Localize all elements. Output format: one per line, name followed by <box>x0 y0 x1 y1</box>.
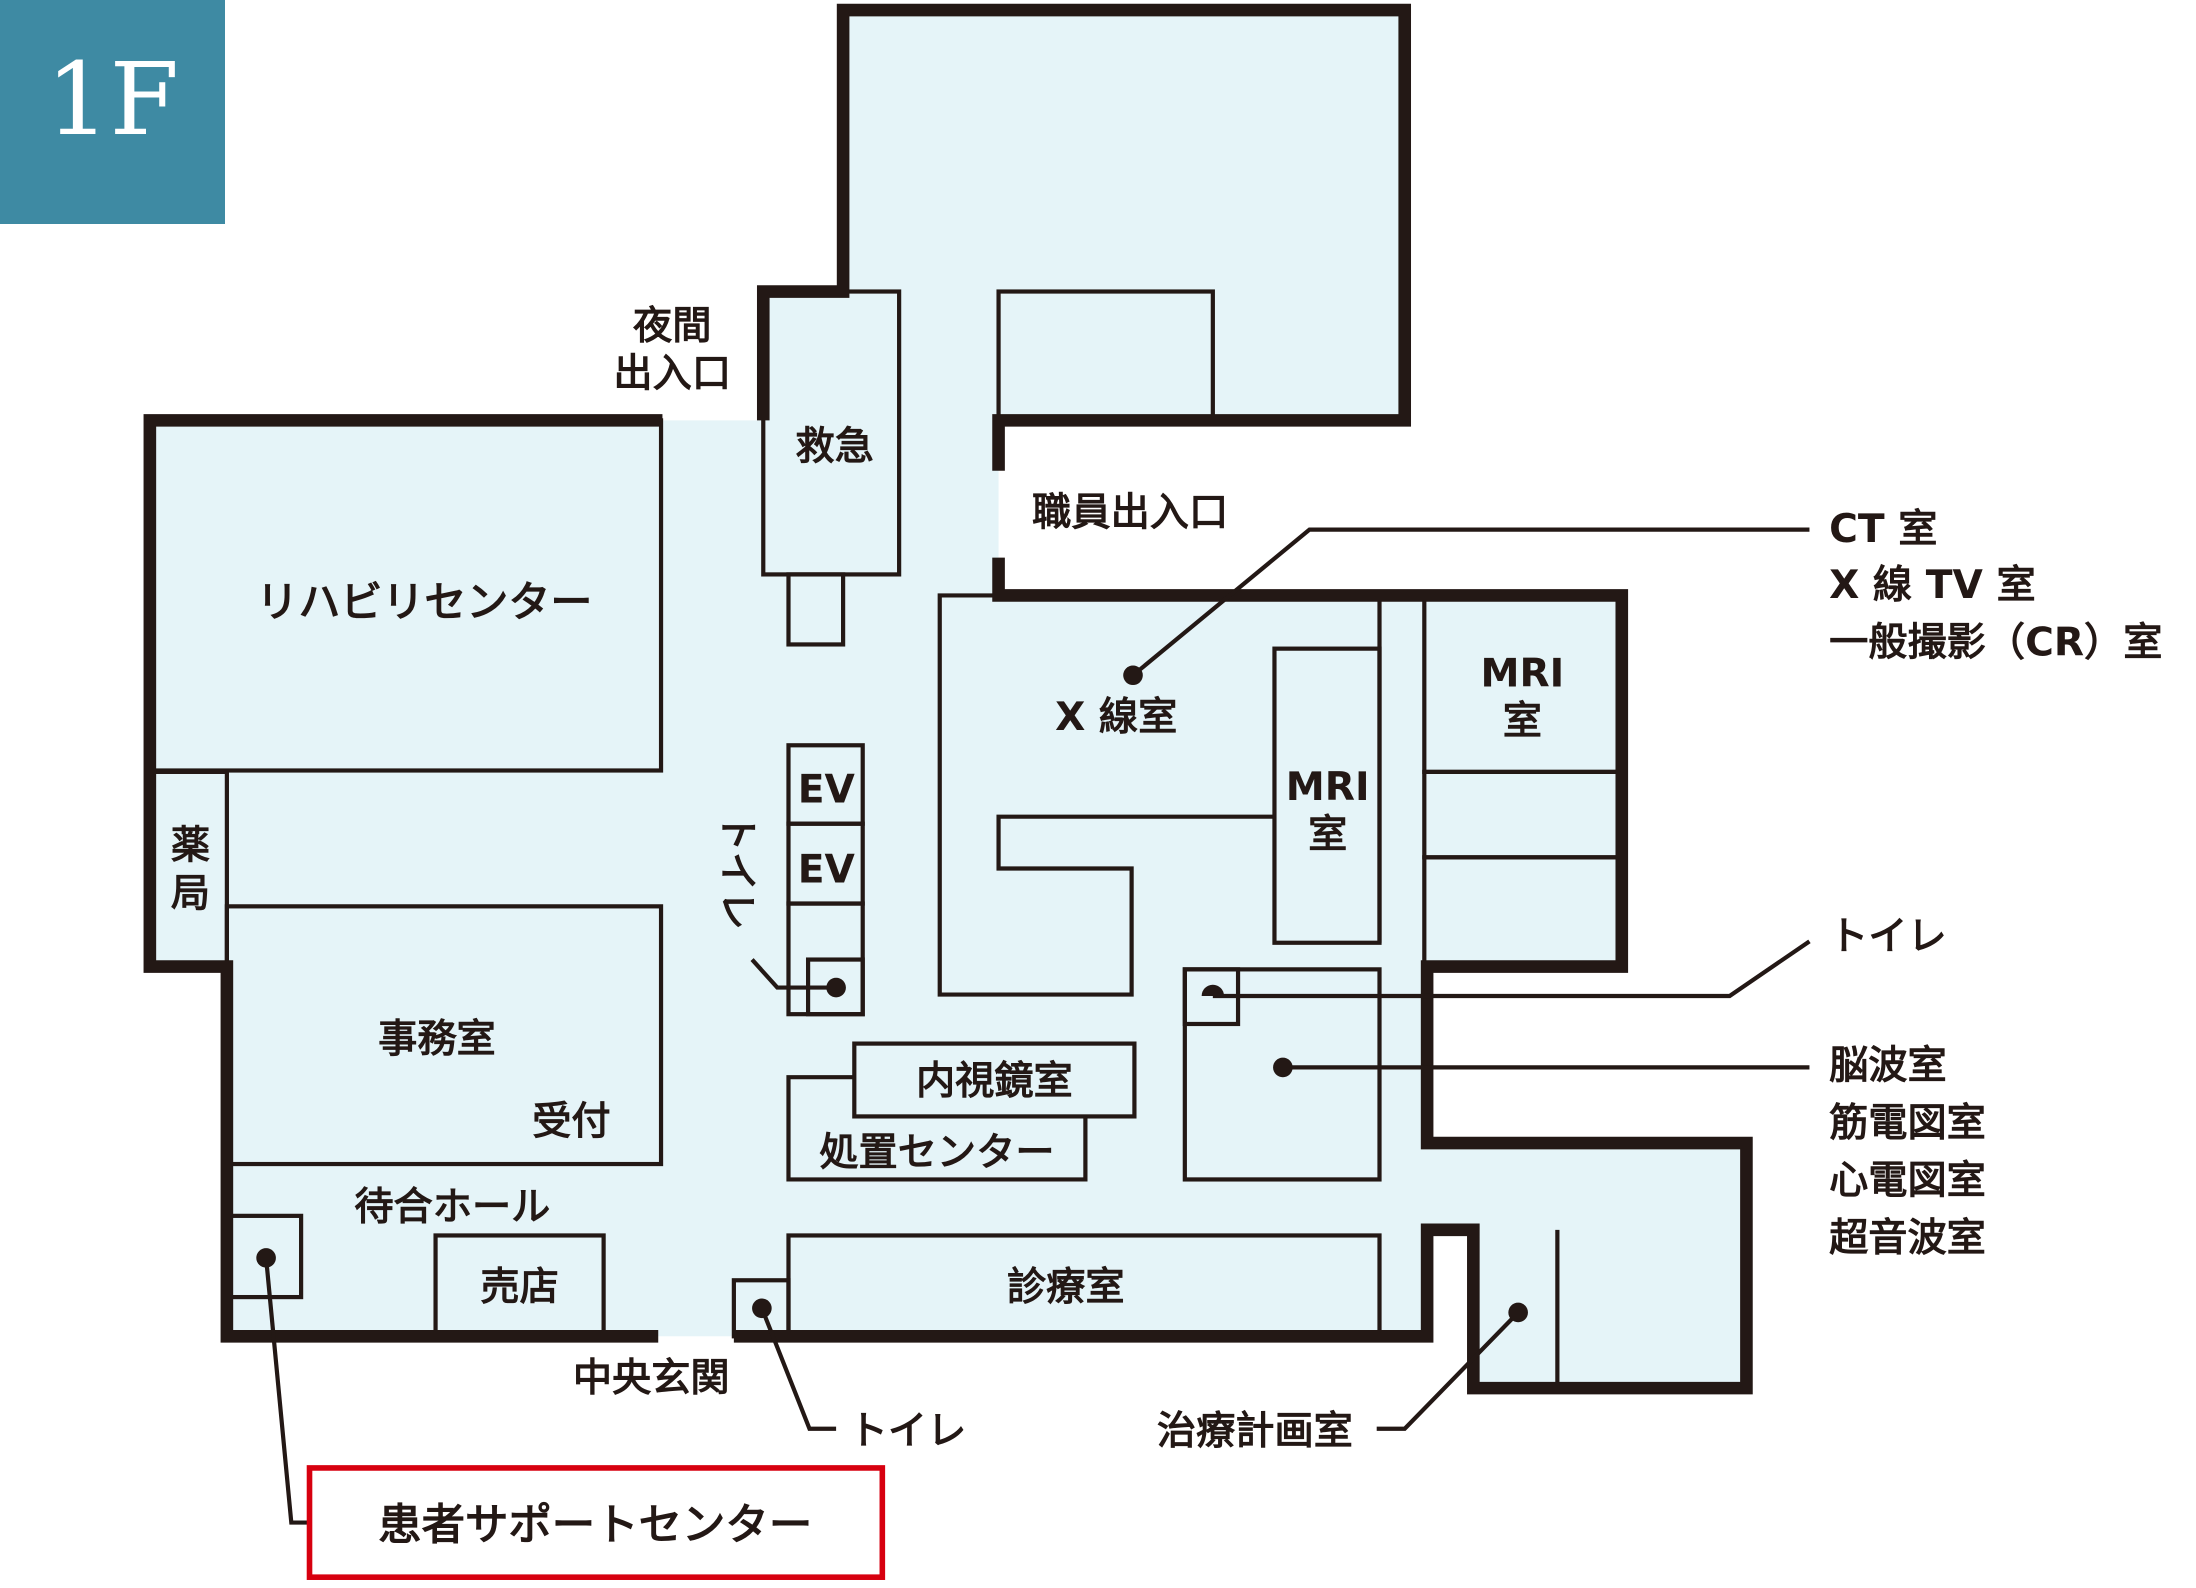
label-consultation: 診療室 <box>1007 1265 1125 1310</box>
label-night-entrance-1: 夜間 <box>632 304 711 349</box>
label-pharmacy-2: 局 <box>171 871 210 916</box>
leader-planning <box>1376 1311 1520 1431</box>
callout-patient-support[interactable]: 患者サポートセンター <box>378 1500 812 1550</box>
wall-west <box>143 414 663 1343</box>
label-shop: 売店 <box>480 1265 558 1310</box>
callout-toilet-right: トイレ <box>1829 915 1947 960</box>
marker-toilet-right <box>1201 984 1225 996</box>
callout-physio-4: 超音波室 <box>1829 1216 1986 1261</box>
floor-badge: 1F <box>0 0 225 224</box>
label-staff-entrance: 職員出入口 <box>1032 490 1228 535</box>
label-main-entrance: 中央玄関 <box>573 1356 730 1401</box>
label-office: 事務室 <box>378 1017 496 1062</box>
label-mri-2-line2: 室 <box>1503 699 1542 744</box>
wall-north <box>756 3 1412 471</box>
label-mri-2-line1: MRI <box>1480 651 1564 696</box>
marker-toilet-vertical <box>826 977 846 998</box>
label-pharmacy-1: 薬 <box>171 824 210 869</box>
room-xray-area <box>937 593 1275 997</box>
label-rehab-center: リハビリセンター <box>256 577 592 626</box>
marker-physio <box>1273 1057 1293 1078</box>
room-treatment-center <box>786 1075 1088 1182</box>
wall-south <box>733 557 1753 1395</box>
label-waiting-hall: 待合ホール <box>354 1185 550 1230</box>
leader-toilet-bottom <box>759 1307 837 1431</box>
callout-imaging-2: X 線 TV 室 <box>1829 563 2036 608</box>
leader-imaging <box>1131 527 1810 677</box>
label-emergency: 救急 <box>795 425 873 470</box>
marker-imaging <box>1123 665 1143 686</box>
leader-patient-support <box>264 1257 310 1525</box>
room-endoscopy <box>852 1041 1137 1119</box>
room-emergency-annex <box>786 572 846 647</box>
callout-imaging-3: 一般撮影（CR）室 <box>1829 621 2162 666</box>
callout-physio-2: 筋電図室 <box>1829 1101 1986 1146</box>
label-reception: 受付 <box>532 1100 610 1145</box>
room-physio <box>1182 967 1382 1182</box>
label-xray-room: X 線室 <box>1055 695 1177 740</box>
marker-planning <box>1508 1302 1528 1323</box>
label-elevator-2: EV <box>798 848 856 893</box>
label-mri-1-line1: MRI <box>1286 765 1370 810</box>
callout-imaging-1: CT 室 <box>1829 507 1937 552</box>
building-floor <box>149 10 1747 1389</box>
callout-physio-1: 脳波室 <box>1829 1044 1947 1089</box>
callout-toilet-bottom: トイレ <box>849 1409 967 1454</box>
callout-physio-3: 心電図室 <box>1829 1158 1986 1203</box>
patient-support-highlight[interactable] <box>306 1465 886 1580</box>
floor-label: 1F <box>45 41 179 158</box>
label-elevator-1: EV <box>798 768 856 813</box>
label-endoscopy: 内視鏡室 <box>916 1059 1073 1104</box>
leader-toilet-vertical <box>750 958 837 990</box>
label-treatment-center: 処置センター <box>819 1130 1054 1175</box>
leader-toilet-right <box>1212 939 1811 999</box>
marker-patient-support <box>256 1248 276 1268</box>
callout-treatment-planning: 治療計画室 <box>1157 1409 1353 1454</box>
marker-toilet-bottom <box>752 1298 772 1319</box>
label-mri-1-line2: 室 <box>1308 813 1347 858</box>
label-night-entrance-2: 出入口 <box>613 352 731 397</box>
label-toilet-vertical: トイレ <box>714 813 759 931</box>
